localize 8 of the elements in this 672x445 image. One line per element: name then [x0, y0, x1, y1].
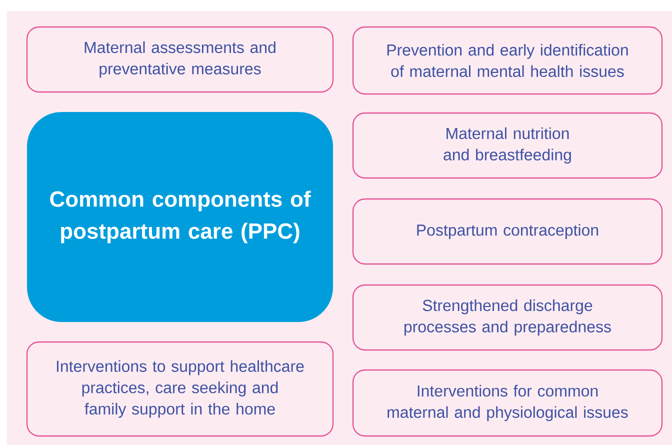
central-box: Common components of postpartum care (PPC) — [27, 112, 333, 322]
process-box: Strengthened discharge processes and preparedness — [352, 284, 663, 351]
process-box: Prevention and early identification of maternal mental health issues — [352, 26, 663, 95]
process-box: Maternal assessments and preventative measures — [26, 26, 334, 93]
process-box: Interventions to support healthcare practices, care seeking and family support in the home — [26, 341, 334, 437]
process-box: Postpartum contraception — [352, 198, 663, 265]
process-box: Maternal nutrition and breastfeeding — [352, 112, 663, 179]
process-box: Interventions for common maternal and physiological issues — [352, 369, 663, 437]
